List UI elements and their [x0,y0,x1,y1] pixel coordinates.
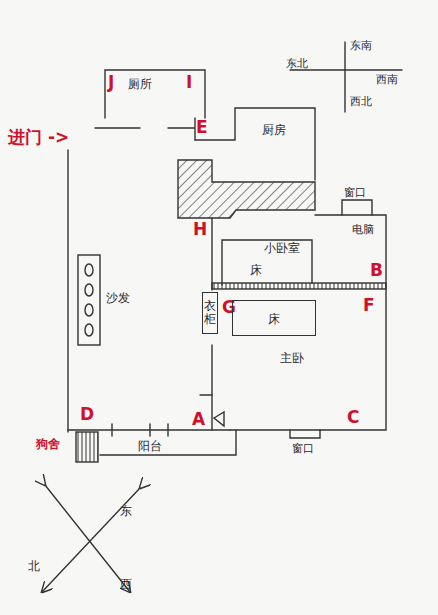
compass-text: 东 [120,505,132,518]
point-letter: A [192,410,205,429]
furniture-label: 电脑 [352,224,374,236]
room-name: 阳台 [138,440,162,453]
dog-house [76,432,98,462]
point-letter: I [186,73,192,92]
point-letter: D [80,405,94,424]
room-name: 小卧室 [264,242,300,255]
entrance-label: 进门 -> [8,128,69,147]
wardrobe-box: 衣柜 [202,292,218,334]
compass-text: 东南 [350,40,372,52]
window [290,430,320,438]
tick [112,424,168,436]
outer-wall [67,150,68,432]
toilet-wall [95,118,195,140]
sofa [78,255,100,345]
toilet-wall [105,70,205,118]
point-letter: H [193,220,207,239]
divider-hatch [212,283,386,289]
cushion [85,324,93,336]
room-name: 厨房 [262,124,286,137]
compass-text: 西南 [376,74,398,86]
compass-text: 东北 [286,58,308,70]
furniture-label: 床 [250,264,262,277]
room-name: 厕所 [128,78,152,91]
small-bed [222,240,312,285]
kitchen-wall [195,108,315,180]
node-text: 衣柜 [204,300,216,326]
room-name: 主卧 [280,352,304,365]
door-mark [200,394,212,395]
point-letter: C [347,408,359,427]
balcony-wall [68,429,230,430]
point-letter: F [363,296,375,315]
node-text: 床 [268,312,280,326]
window-label: 窗口 [292,443,314,455]
point-letter: J [108,73,114,92]
compass-text: 西北 [350,96,372,108]
cushion [85,284,93,296]
compass-line [344,42,345,112]
window-label: 窗口 [344,187,366,199]
dog-house-label: 狗舍 [36,438,60,451]
window [342,200,372,215]
cushion [85,264,93,276]
counter-hatch [178,160,315,218]
point-letter: E [196,118,208,137]
cushion [85,304,93,316]
point-letter: B [370,261,383,280]
bed-box: 床 [232,300,316,336]
compass-text: 北 [28,560,40,573]
compass-line [42,488,140,592]
door-mark [214,412,224,426]
compass-text: 西 [120,578,132,591]
bedroom-wall [230,215,386,430]
furniture-label: 沙发 [106,292,130,305]
